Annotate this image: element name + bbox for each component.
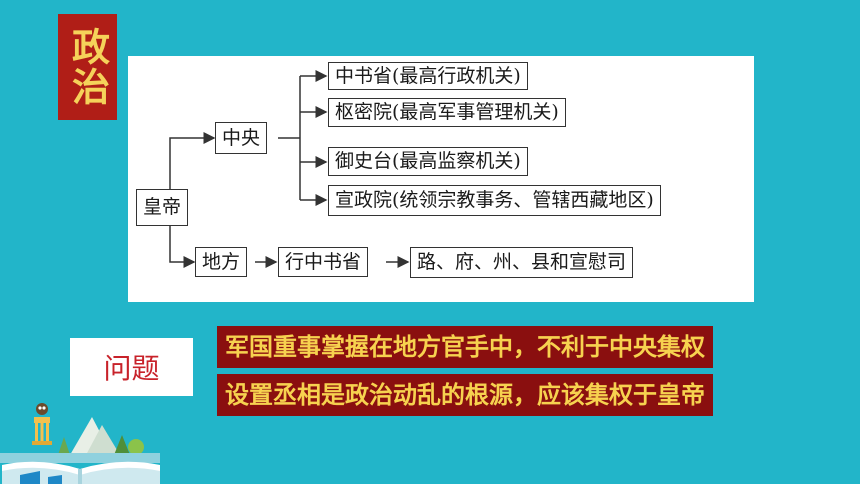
connector-lines <box>169 70 410 268</box>
xuanzheng-box: 宣政院(统领宗教事务、管辖西藏地区) <box>328 185 661 216</box>
statement-2: 设置丞相是政治动乱的根源，应该集权于皇帝 <box>217 374 713 416</box>
shumi-box: 枢密院(最高军事管理机关) <box>328 98 566 127</box>
lower-units-box: 路、府、州、县和宣慰司 <box>410 247 634 278</box>
education-decoration-icon <box>0 403 160 484</box>
xingsheng-box: 行中书省 <box>278 247 369 277</box>
statement-1: 军国重事掌握在地方官手中，不利于中央集权 <box>217 326 713 368</box>
emperor-box: 皇帝 <box>136 189 189 226</box>
government-structure-diagram: 皇帝 中央 中书省(最高行政机关) 枢密院(最高军事管理机关) 御史台(最高监察… <box>128 56 754 302</box>
zhongshu-box: 中书省(最高行政机关) <box>328 62 528 90</box>
politics-tag: 政治 <box>58 14 117 120</box>
local-box: 地方 <box>195 247 248 277</box>
central-box: 中央 <box>215 122 268 154</box>
question-label: 问题 <box>70 338 193 396</box>
yushi-box: 御史台(最高监察机关) <box>328 147 528 176</box>
